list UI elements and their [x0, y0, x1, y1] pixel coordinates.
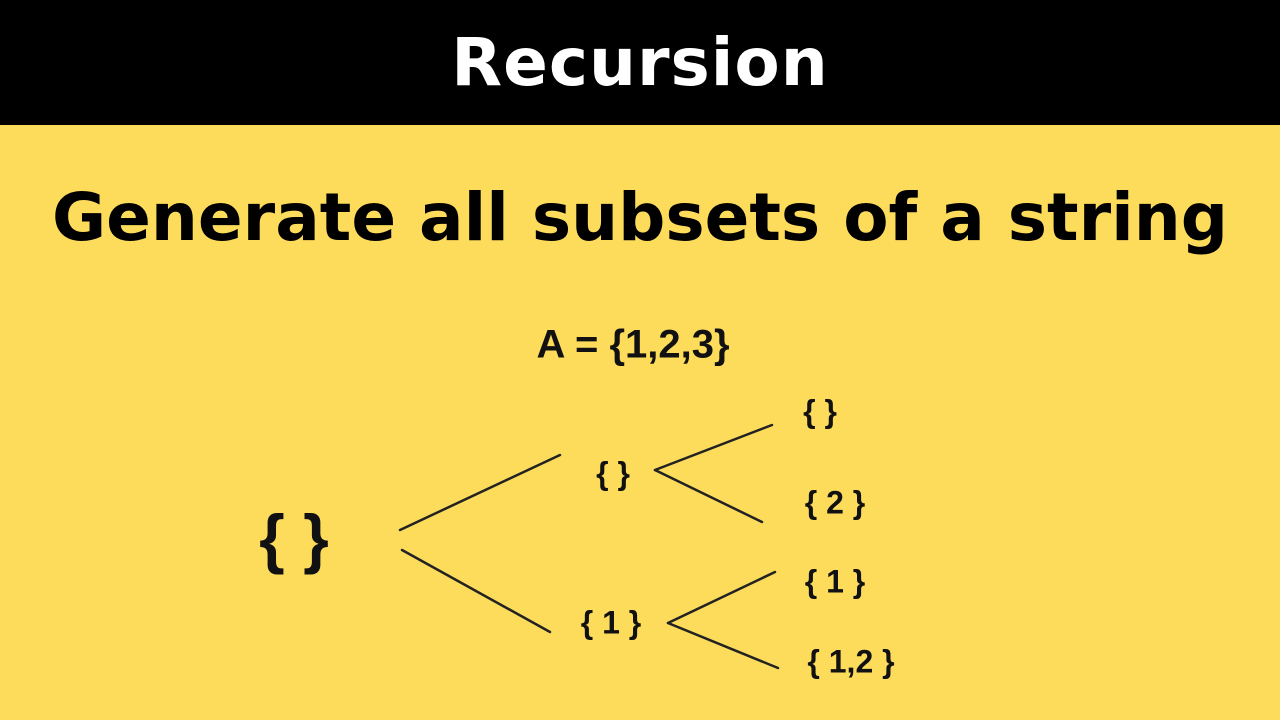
tree-node-level2: { 1,2 } — [807, 643, 895, 680]
tree-node-level2: { 2 } — [804, 484, 866, 521]
edge-1-to-1 — [666, 570, 777, 625]
tree-node-level1: { 1 } — [580, 604, 642, 641]
edge-empty-to-2 — [653, 468, 764, 524]
tree-node-root: { } — [259, 501, 329, 575]
edge-empty-to-empty — [653, 423, 774, 472]
header-title: Recursion — [451, 24, 829, 101]
subtitle: Generate all subsets of a string — [52, 179, 1228, 256]
edge-root-to-1 — [400, 548, 552, 634]
header-bar: Recursion — [0, 0, 1280, 125]
edge-1-to-12 — [666, 621, 780, 670]
tree-node-level2: { } — [803, 393, 837, 430]
tree-node-level2: { 1 } — [804, 563, 866, 600]
edge-root-to-empty — [398, 453, 562, 532]
tree-node-level1: { } — [596, 455, 630, 492]
set-definition: A = {1,2,3} — [536, 322, 730, 367]
